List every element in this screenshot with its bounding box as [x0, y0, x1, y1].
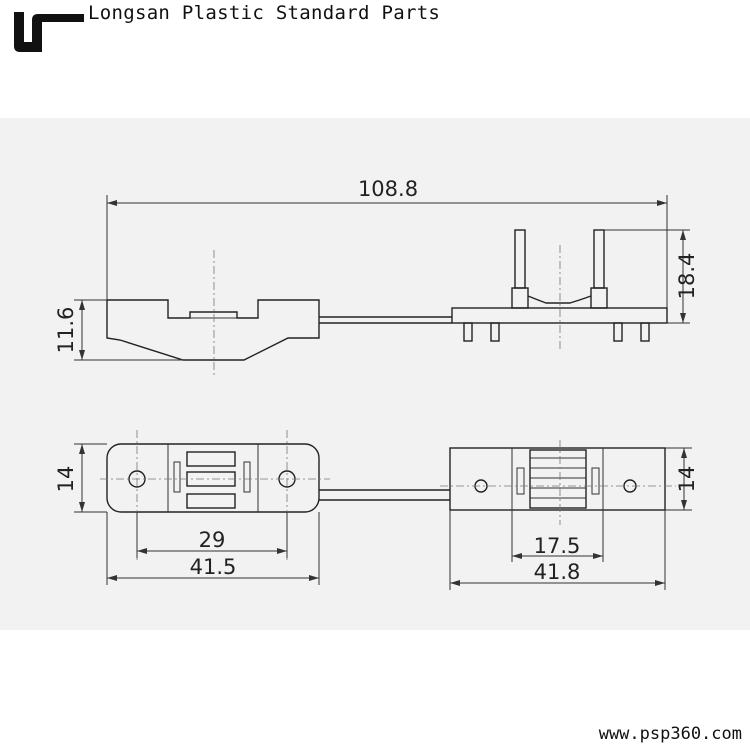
dim-right-inner-length: 17.5: [534, 534, 581, 558]
page-title: Longsan Plastic Standard Parts: [88, 2, 441, 24]
dim-left-width: 14: [54, 466, 78, 493]
dim-right-width: 14: [675, 466, 699, 493]
side-view: 108.8 11.6 18.4: [54, 177, 699, 375]
dim-left-hole-pitch: 29: [199, 528, 226, 552]
dim-right-height: 18.4: [675, 253, 699, 300]
dim-right-length: 41.8: [534, 560, 581, 584]
longsan-logo-icon: [14, 12, 84, 52]
plan-view: 14 14 29: [54, 430, 699, 590]
dim-left-height: 11.6: [54, 307, 78, 354]
dim-left-length: 41.5: [190, 555, 237, 579]
dim-overall-length: 108.8: [358, 177, 418, 201]
website-url: www.psp360.com: [598, 724, 742, 744]
